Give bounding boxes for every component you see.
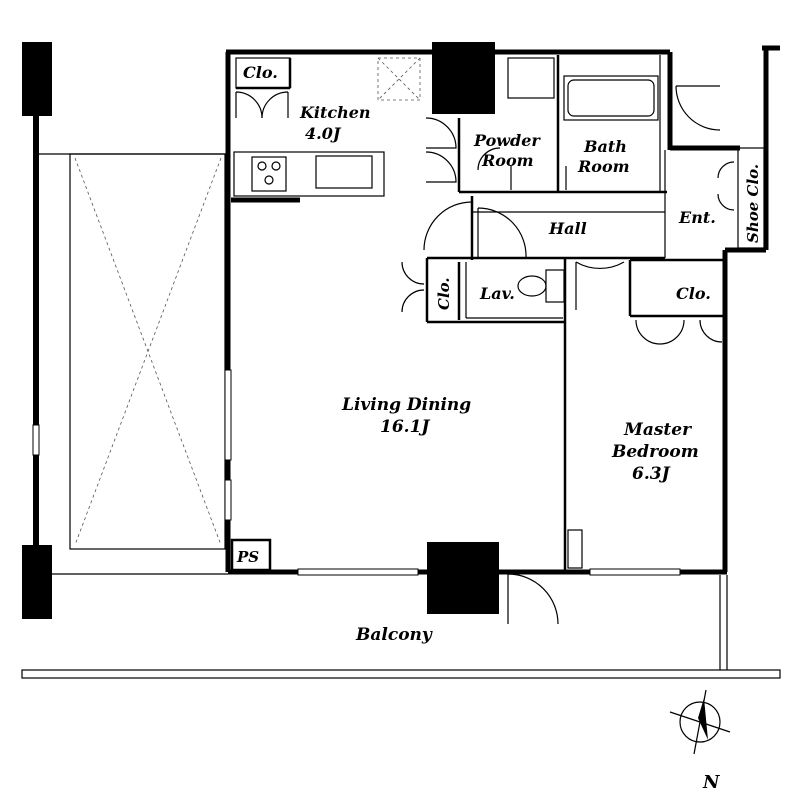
lavatory-label: Lav. [479,284,515,303]
compass-icon [669,689,731,755]
kitchen-size-label: 4.0J [305,124,342,143]
balcony-area [21,573,781,679]
closet-bedroom-label: Clo. [676,284,711,303]
column-top [432,42,495,114]
balcony-label: Balcony [355,625,433,645]
shoe-closet-label: Shoe Clo. [744,164,762,243]
bedroom-closet [567,258,723,569]
living-dining-size-label: 16.1J [380,417,430,437]
entrance-label: Ent. [678,208,716,227]
outer-walls [224,45,780,576]
kitchen-name-label: Kitchen [299,103,371,122]
powder-room-label-2: Room [481,151,534,170]
living-dining-label: Living Dining [341,395,471,415]
master-bedroom-label-2: Bedroom [611,442,699,462]
kitchen-area [231,57,421,203]
bath-room-label-1: Bath [583,137,627,156]
wet-area [425,55,667,194]
master-bedroom-label-1: Master [623,420,692,440]
left-void-area [22,42,228,619]
compass-north-label: N [702,772,721,793]
bath-room-label-2: Room [577,157,630,176]
pipe-space-box [230,538,272,572]
pipe-space-label: PS [236,548,259,566]
closet-lav-label: Clo. [435,277,453,310]
lavatory-area [401,258,567,572]
column-bottom [427,542,499,614]
closet-kitchen-label: Clo. [243,63,278,82]
master-bedroom-size-label: 6.3J [632,464,671,484]
hall-area [423,85,765,260]
powder-room-label-1: Powder [473,131,541,150]
hall-label: Hall [548,219,587,238]
